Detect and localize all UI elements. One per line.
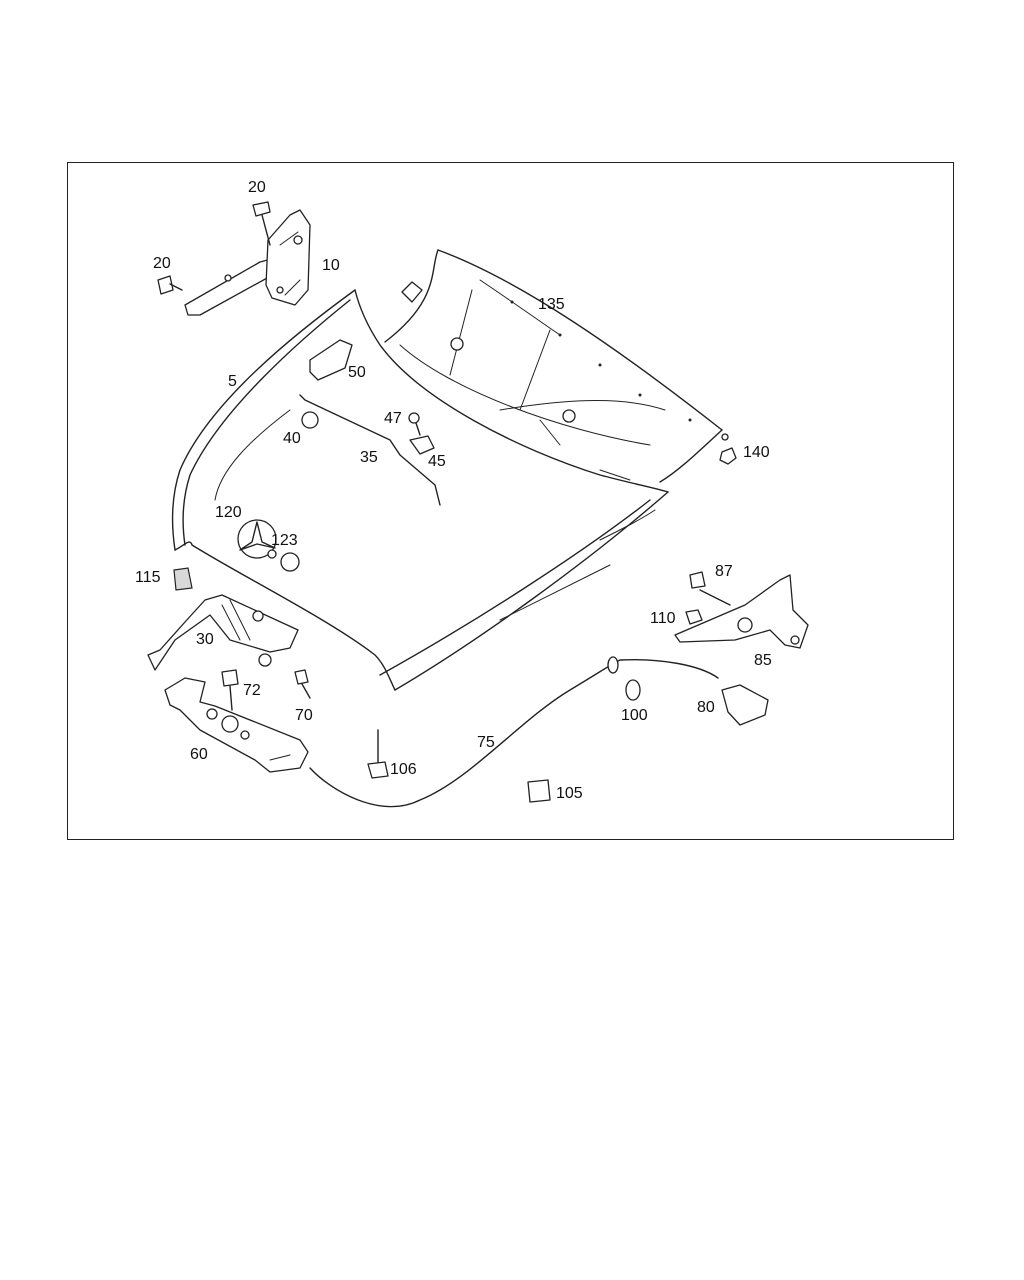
hood-hinge <box>184 209 311 316</box>
bolt-icon <box>252 201 271 246</box>
callout-80: 80 <box>697 699 715 716</box>
bolt-icon <box>157 275 183 295</box>
callout-60: 60 <box>190 746 208 763</box>
callout-115: 115 <box>135 569 161 586</box>
catch-icon <box>309 339 353 381</box>
release-cable <box>309 658 719 808</box>
callout-123: 123 <box>271 532 298 549</box>
clip-icon <box>409 435 435 455</box>
bolt-icon <box>294 669 311 699</box>
callout-140: 140 <box>743 444 770 461</box>
clamp-icon <box>527 779 551 803</box>
callout-35: 35 <box>360 449 378 466</box>
callout-40: 40 <box>283 430 301 447</box>
grommet-icon <box>625 679 641 701</box>
callout-87: 87 <box>715 563 733 580</box>
diagram-frame <box>67 162 954 840</box>
bolt-icon <box>689 571 731 606</box>
callout-20-top: 20 <box>248 179 266 196</box>
grommet-icon <box>607 656 619 674</box>
cable-tie-icon <box>367 729 389 779</box>
clip-icon <box>719 447 737 465</box>
callout-45: 45 <box>428 453 446 470</box>
nut-icon <box>685 609 703 625</box>
callout-70: 70 <box>295 707 313 724</box>
callout-72: 72 <box>243 682 261 699</box>
callout-10: 10 <box>322 257 340 274</box>
callout-100: 100 <box>621 707 648 724</box>
release-handle <box>721 684 769 726</box>
nut-icon <box>267 549 277 559</box>
seal-strip <box>510 300 729 441</box>
callout-135: 135 <box>538 296 565 313</box>
hood-panel <box>171 249 723 691</box>
callout-75: 75 <box>477 734 495 751</box>
callout-120: 120 <box>215 504 242 521</box>
callout-50: 50 <box>348 364 366 381</box>
bolt-icon <box>221 669 239 711</box>
star-emblem <box>237 519 277 559</box>
buffer-icon <box>173 567 193 591</box>
grommet-icon <box>301 411 319 429</box>
lock-bracket <box>164 677 309 773</box>
callout-20-left: 20 <box>153 255 171 272</box>
prop-rod <box>299 394 441 506</box>
callout-106: 106 <box>390 761 417 778</box>
callout-47: 47 <box>384 410 402 427</box>
support-bracket <box>674 574 809 649</box>
screw-icon <box>408 412 421 436</box>
callout-110: 110 <box>650 610 676 627</box>
callout-105: 105 <box>556 785 583 802</box>
callout-5: 5 <box>228 373 237 390</box>
cap-icon <box>280 552 300 572</box>
callout-30: 30 <box>196 631 214 648</box>
hood-lock <box>147 594 299 671</box>
callout-85: 85 <box>754 652 772 669</box>
